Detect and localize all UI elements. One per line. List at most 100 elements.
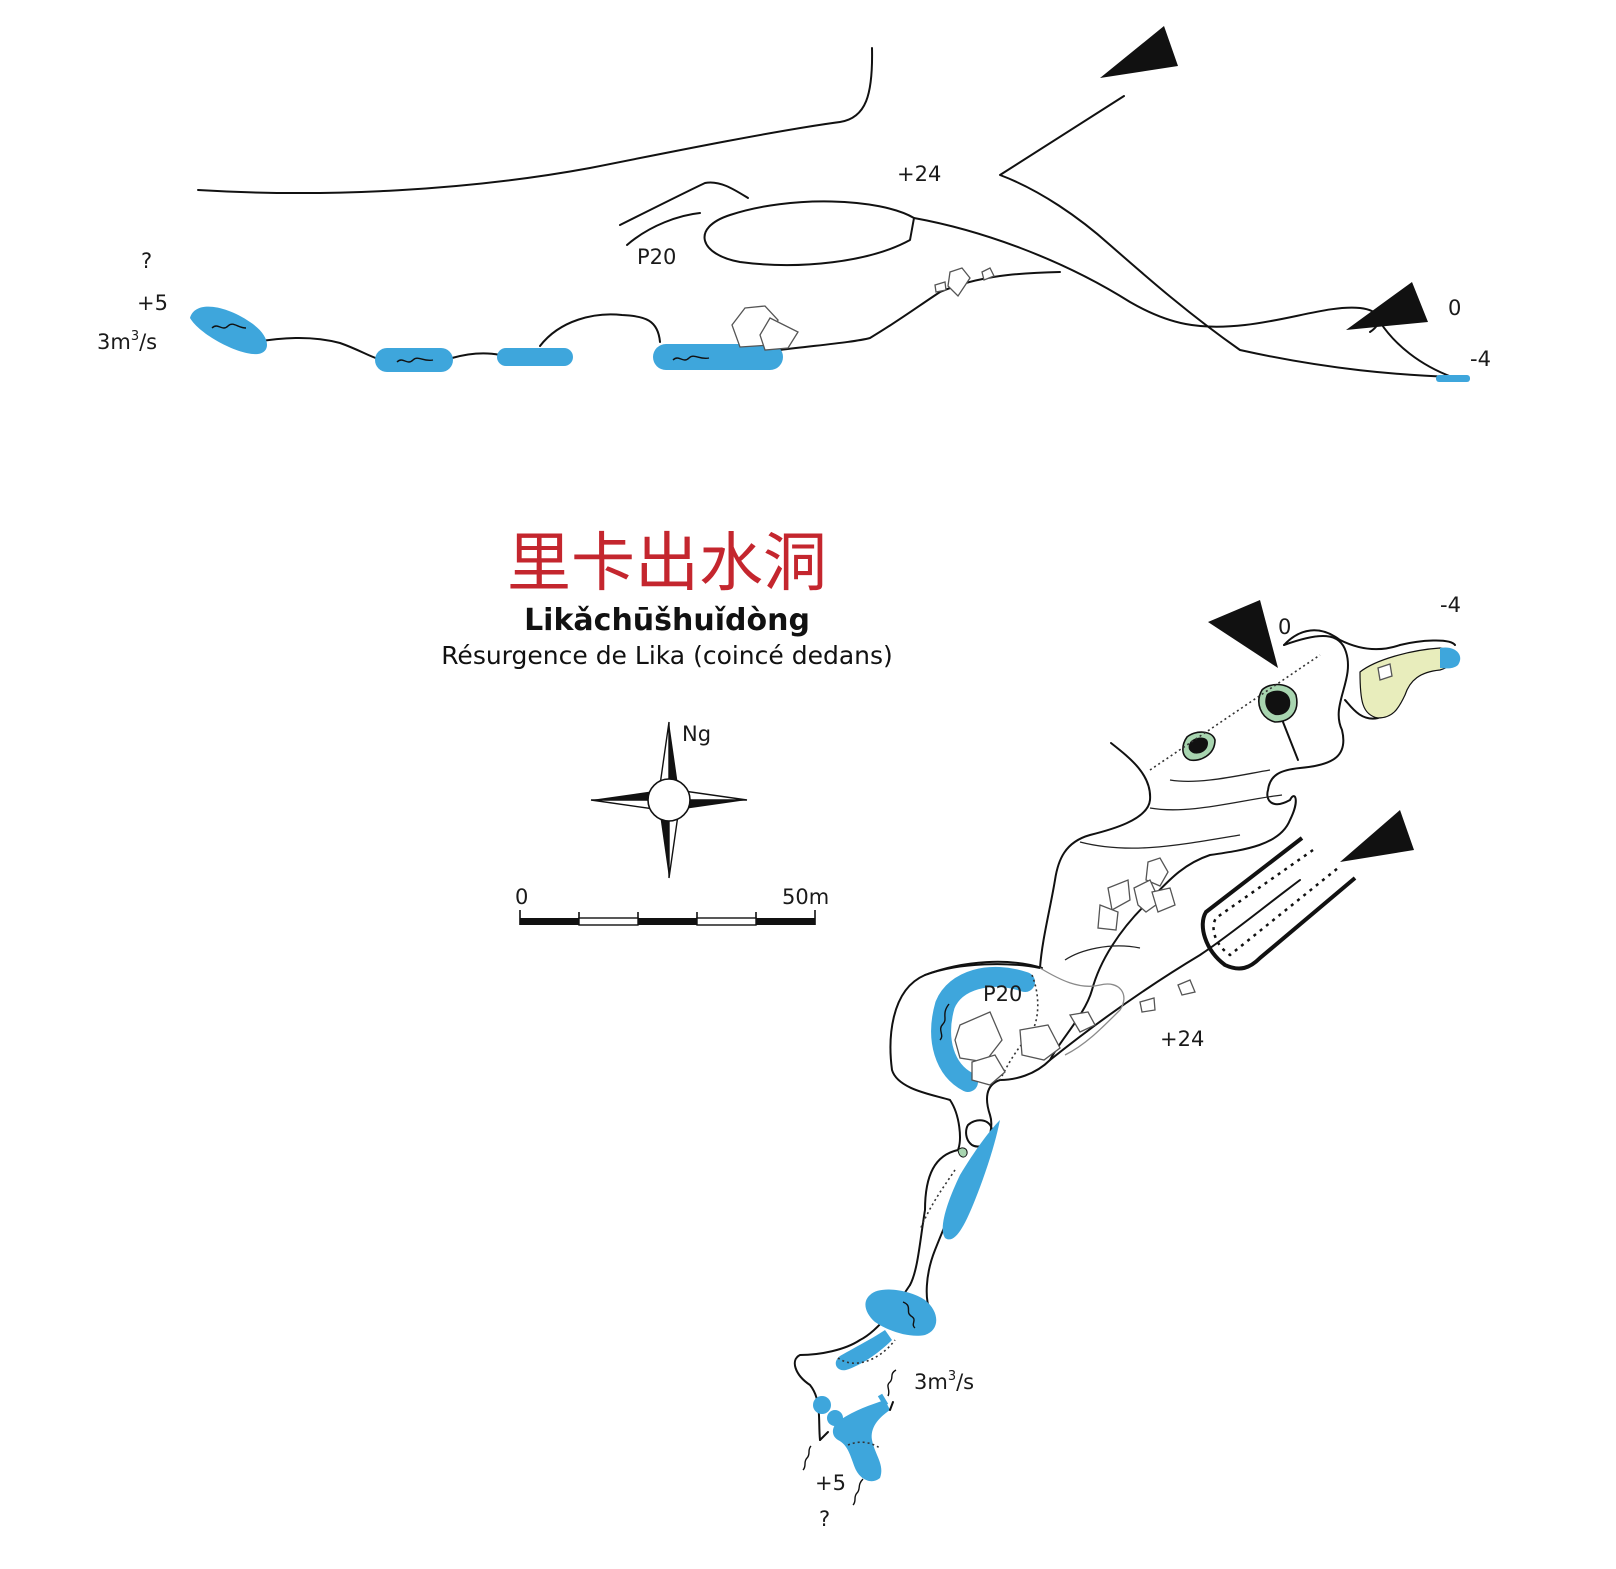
plan-spring-wall [889,1401,894,1411]
flow-arrow-icon [852,1478,864,1506]
plan-shaft-line [1282,721,1299,761]
title-pinyin: Likǎchūšhuǐdòng [524,603,810,638]
flow-arrow-icon [211,323,247,329]
plan-water-lower-channel [835,1330,892,1371]
boulder-icon [1068,1011,1096,1033]
plan-spring-wall [819,1431,829,1441]
plan-water-minus4 [1440,647,1461,669]
section-plus24-label: +24 [897,162,941,186]
plan-water-spring-bubble [813,1396,831,1414]
entrance-triangle-icon [1208,600,1278,668]
section-water-pool-4 [653,344,783,370]
flow-arrow-icon [672,355,710,361]
flow-arrow-icon [887,1369,897,1397]
scale-end-label: 50m [782,885,829,909]
section-floor-wall-2 [451,352,501,359]
plan-wall-entrance-top [1283,629,1456,651]
boulder-icon [934,281,947,293]
title-french: Résurgence de Lika (coincé dedans) [441,641,893,670]
boulder-icon [971,1054,1006,1086]
plan-view: 0 -4 P20 +24 3m3/s +5 ? [793,593,1461,1531]
title-block: 里卡出水洞 Likǎchūšhuǐdòng Résurgence de Lika… [441,527,893,670]
scale-bar: 0 50m [515,885,829,926]
section-chamber-loop [703,200,915,266]
plan-slope-line [1169,769,1271,783]
section-chimney-wall [619,181,749,226]
plan-water-p20 [931,966,1035,1092]
north-arrow-compass-rose-icon [590,721,748,879]
title-chinese: 里卡出水洞 [507,527,827,601]
plan-slope-line [1079,834,1241,849]
plan-wall-right-2 [925,904,1146,1311]
section-flow-label: 3m3/s [97,329,157,354]
entrance-triangle-icon [1346,282,1428,330]
section-water-pool-3 [497,348,573,366]
boulder-icon [1145,857,1169,887]
shaft-icon [1182,731,1216,762]
plan-water-spring-bubble [827,1410,843,1426]
boulder-icon [1019,1024,1061,1061]
boulder-icon [1377,663,1393,681]
section-water-pool-1 [190,306,268,355]
boulder-icon [1133,879,1161,913]
plan-dotted-edge [1149,654,1321,771]
section-floor-wall [254,337,383,361]
plan-dotted-edge [847,1441,881,1449]
plan-slope-line [1064,945,1141,961]
flow-arrow-icon [939,1003,950,1041]
section-zero-label: 0 [1448,296,1461,320]
section-floor-wall-4 [779,271,1061,351]
plan-plus24-label: +24 [1160,1027,1204,1051]
plan-entrance-passage [1200,836,1357,971]
plan-flow-label: 3m3/s [914,1369,974,1394]
plan-small-pool [957,1147,968,1158]
section-p20-label: P20 [637,245,676,269]
plan-dotted-edge [837,1339,896,1364]
scale-start-label: 0 [515,885,528,909]
section-water-outlet [1436,375,1470,382]
boulder-icon [1177,979,1196,996]
plan-water-spring-stem [877,1393,889,1407]
compass-rose: Ng [590,721,748,879]
shaft-icon [1258,683,1298,723]
section-minus4-label: -4 [1470,347,1491,371]
flow-arrow-icon [902,1301,916,1329]
plan-wall-right [1144,634,1349,906]
flow-arrow-icon [802,1445,812,1471]
entrance-triangle-icon [1340,810,1414,862]
compass-label: Ng [682,722,711,746]
boulder-icon [947,267,971,298]
boulder-icon [1097,904,1119,931]
entrance-triangle-icon [1100,26,1178,78]
section-upper-entrance-wall [999,95,1453,378]
section-lower-entrance-wall [1379,321,1453,378]
plan-dotted-edge [919,1169,956,1231]
section-floor-wall-3 [539,313,661,347]
plan-p20-label: P20 [983,982,1022,1006]
plan-lime-pool [1359,647,1453,719]
boulder-icon [981,267,995,281]
section-question-label: ? [141,249,152,273]
plan-slope-line [1149,794,1283,811]
plan-water-lower-pool [865,1289,937,1336]
flow-arrow-icon [396,357,434,363]
section-plus5-label: +5 [137,291,168,315]
boulder-icon [1139,997,1156,1013]
section-ceiling-wall [197,47,874,195]
plan-minus4-label: -4 [1440,593,1461,617]
longitudinal-section: ? +5 3m3/s P20 +24 0 -4 [97,26,1491,382]
plan-plus5-label: +5 [815,1471,846,1495]
boulder-icon [1151,887,1176,913]
plan-water-spring [832,1400,890,1482]
plan-water-channel [942,1120,1000,1240]
plan-entrance-passage-inner [1212,848,1339,957]
plan-passage-upper [1049,879,1301,1061]
boulder-icon [1107,879,1131,912]
plan-p20-chamber [924,960,1043,976]
plan-question-label: ? [819,1507,830,1531]
plan-grey-outline [1039,967,1125,1056]
section-chimney-wall-inner [626,212,701,246]
plan-zero-label: 0 [1278,615,1291,639]
boulder-icon [759,317,799,351]
